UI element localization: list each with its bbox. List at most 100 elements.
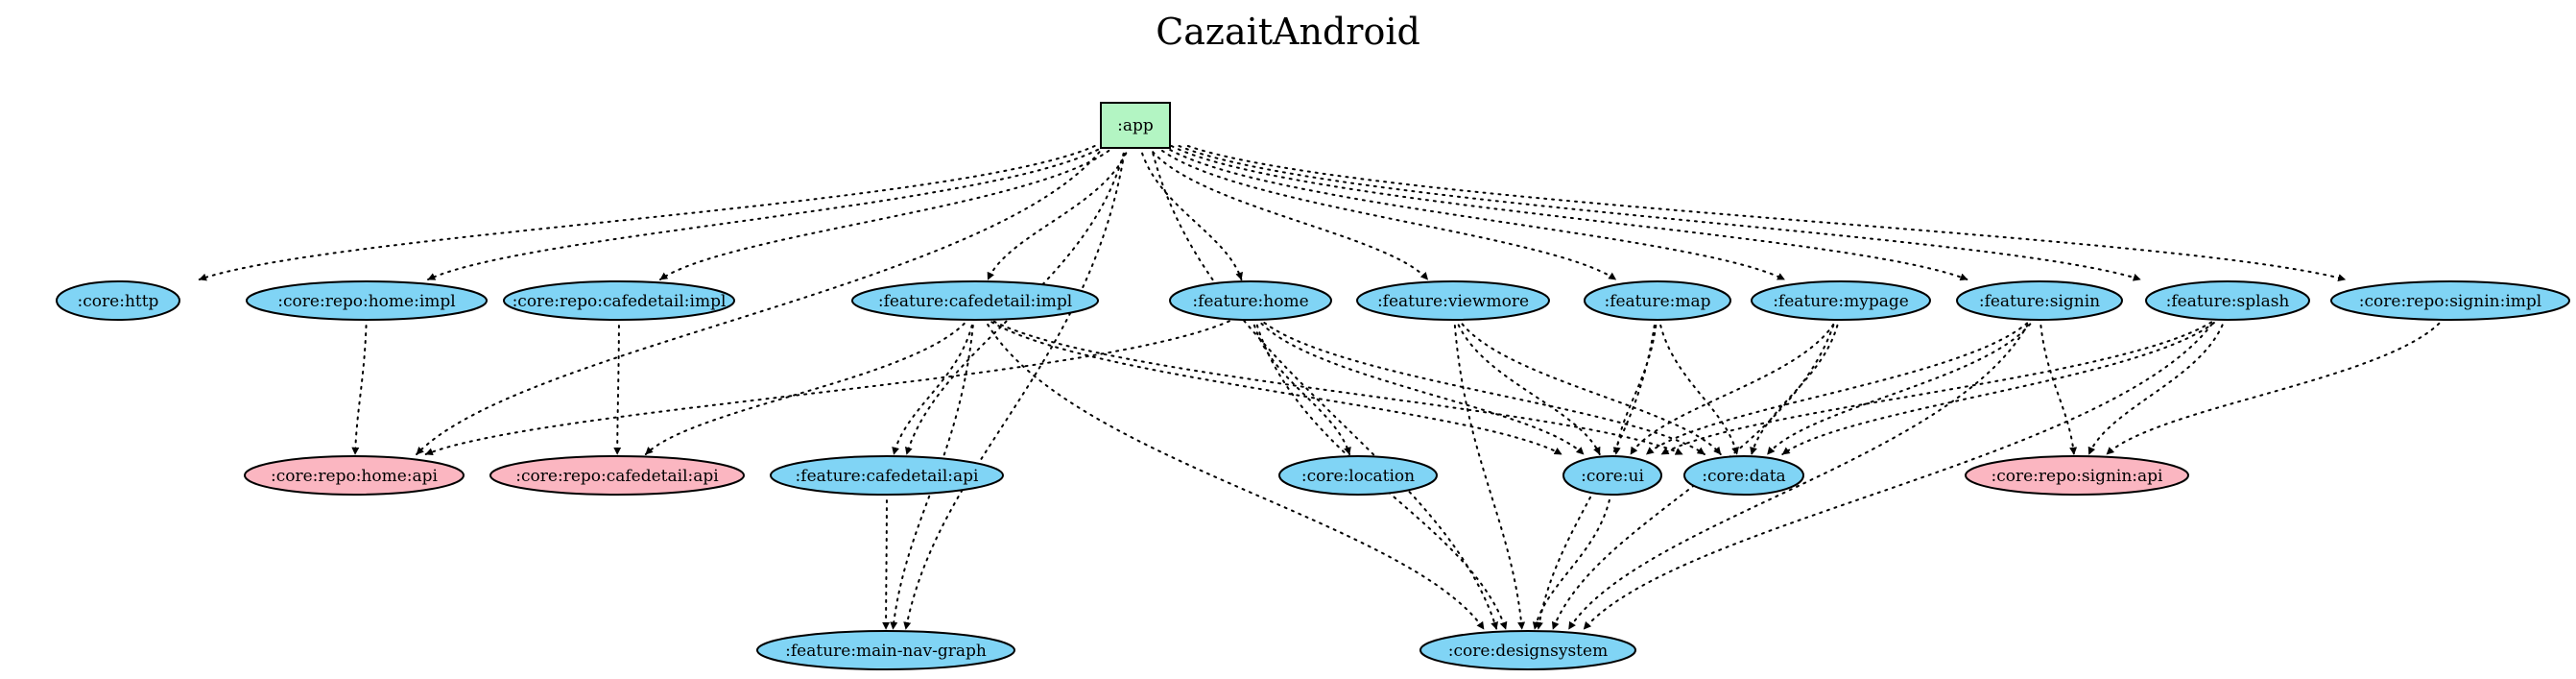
edge-app-to-core-repo-cafedetail-impl bbox=[659, 145, 1116, 280]
edge-app-to-feature-map bbox=[1155, 145, 1617, 280]
node-shape-feature-map bbox=[1584, 280, 1731, 321]
edge-feature-splash-to-core-data bbox=[1781, 317, 2221, 455]
node-label-core-location: :core:location bbox=[1301, 467, 1415, 486]
edge-feature-splash-to-core-designsystem bbox=[1583, 317, 2218, 630]
edge-feature-home-to-core-repo-home-api bbox=[424, 317, 1238, 456]
edge-feature-viewmore-to-core-ui bbox=[1454, 317, 1601, 455]
node-shape-app bbox=[1100, 102, 1171, 149]
edge-app-to-feature-mypage bbox=[1162, 145, 1786, 280]
node-shape-core-data bbox=[1683, 455, 1804, 496]
edge-feature-signin-to-core-ui bbox=[1645, 317, 2034, 455]
graph-title: CazaitAndroid bbox=[1156, 11, 1420, 53]
node-label-feature-cafedetail-impl: :feature:cafedetail:impl bbox=[878, 292, 1072, 311]
node-shape-core-repo-cafedetail-api bbox=[489, 455, 745, 496]
node-shape-core-repo-signin-impl bbox=[2330, 280, 2570, 321]
node-shape-feature-cafedetail-impl bbox=[851, 280, 1099, 321]
node-shape-feature-cafedetail-api bbox=[770, 455, 1004, 496]
edge-feature-viewmore-to-core-data bbox=[1456, 317, 1722, 455]
node-core-ui: :core:ui bbox=[1562, 455, 1662, 496]
node-core-repo-home-impl: :core:repo:home:impl bbox=[246, 280, 488, 321]
node-label-core-repo-signin-api: :core:repo:signin:api bbox=[1992, 467, 2164, 486]
node-feature-cafedetail-api: :feature:cafedetail:api bbox=[770, 455, 1004, 496]
edge-app-to-core-repo-home-api bbox=[416, 145, 1106, 455]
edge-app-to-core-designsystem bbox=[1150, 145, 1498, 630]
node-core-location: :core:location bbox=[1278, 455, 1438, 496]
edge-app-to-feature-splash bbox=[1178, 145, 2141, 281]
edge-core-repo-home-impl-to-core-repo-home-api bbox=[351, 317, 368, 455]
edge-feature-mypage-to-core-ui bbox=[1630, 317, 1839, 455]
edge-app-to-feature-main-nav-graph bbox=[903, 145, 1127, 630]
node-core-repo-home-api: :core:repo:home:api bbox=[244, 455, 465, 496]
node-label-feature-signin: :feature:signin bbox=[1979, 292, 2100, 311]
node-feature-viewmore: :feature:viewmore bbox=[1356, 280, 1550, 321]
node-label-core-repo-cafedetail-impl: :core:repo:cafedetail:impl bbox=[513, 292, 727, 311]
node-shape-core-repo-cafedetail-impl bbox=[503, 280, 735, 321]
edge-feature-cafedetail-impl-to-core-designsystem bbox=[983, 317, 1485, 630]
node-shape-core-location bbox=[1278, 455, 1438, 496]
edge-feature-signin-to-core-designsystem bbox=[1567, 317, 2033, 630]
node-shape-core-repo-home-api bbox=[244, 455, 465, 496]
node-label-core-repo-home-api: :core:repo:home:api bbox=[271, 467, 439, 486]
node-label-feature-splash: :feature:splash bbox=[2166, 292, 2290, 311]
node-label-core-repo-cafedetail-api: :core:repo:cafedetail:api bbox=[515, 467, 719, 486]
node-feature-signin: :feature:signin bbox=[1956, 280, 2123, 321]
edge-feature-signin-to-core-data bbox=[1766, 317, 2037, 455]
node-core-repo-signin-api: :core:repo:signin:api bbox=[1965, 455, 2189, 496]
node-feature-main-nav-graph: :feature:main-nav-graph bbox=[756, 630, 1015, 670]
node-core-repo-cafedetail-api: :core:repo:cafedetail:api bbox=[489, 455, 745, 496]
node-shape-feature-mypage bbox=[1751, 280, 1931, 321]
node-label-feature-map: :feature:map bbox=[1604, 292, 1710, 311]
node-label-feature-mypage: :feature:mypage bbox=[1773, 292, 1909, 311]
node-label-feature-viewmore: :feature:viewmore bbox=[1377, 292, 1529, 311]
edge-app-to-feature-cafedetail-impl bbox=[987, 145, 1131, 280]
node-label-feature-home: :feature:home bbox=[1192, 292, 1308, 311]
edge-core-ui-to-core-designsystem bbox=[1532, 492, 1612, 630]
edge-app-to-feature-signin bbox=[1170, 145, 1968, 281]
node-core-repo-cafedetail-impl: :core:repo:cafedetail:impl bbox=[503, 280, 735, 321]
edge-feature-cafedetail-impl-to-core-data bbox=[986, 317, 1683, 455]
node-shape-feature-home bbox=[1169, 280, 1332, 321]
edge-feature-home-to-core-data bbox=[1257, 317, 1705, 455]
node-label-core-http: :core:http bbox=[78, 292, 159, 311]
node-label-feature-main-nav-graph: :feature:main-nav-graph bbox=[785, 642, 987, 661]
nodes-layer: :app :core:http :core:repo:home:impl :co… bbox=[56, 102, 2570, 670]
edge-feature-map-to-core-data bbox=[1658, 317, 1739, 455]
node-shape-core-repo-home-impl bbox=[246, 280, 488, 321]
edge-feature-signin-to-core-repo-signin-api bbox=[2039, 317, 2078, 455]
edge-feature-cafedetail-impl-to-feature-cafedetail-api bbox=[892, 317, 975, 455]
edge-app-to-core-repo-home-impl bbox=[427, 145, 1106, 280]
node-label-feature-cafedetail-api: :feature:cafedetail:api bbox=[796, 467, 979, 486]
edge-feature-cafedetail-impl-to-core-repo-cafedetail-api bbox=[644, 317, 971, 455]
edge-app-to-core-http bbox=[198, 145, 1096, 281]
edges-layer bbox=[198, 145, 2445, 630]
node-feature-map: :feature:map bbox=[1584, 280, 1731, 321]
edge-core-repo-signin-impl-to-core-repo-signin-api bbox=[2106, 317, 2445, 455]
node-feature-cafedetail-impl: :feature:cafedetail:impl bbox=[851, 280, 1099, 321]
node-shape-core-designsystem bbox=[1419, 630, 1636, 670]
node-feature-home: :feature:home bbox=[1169, 280, 1332, 321]
node-shape-feature-splash bbox=[2145, 280, 2310, 321]
node-label-core-designsystem: :core:designsystem bbox=[1448, 642, 1608, 661]
edge-feature-viewmore-to-core-designsystem bbox=[1453, 317, 1526, 630]
edge-app-to-feature-viewmore bbox=[1147, 145, 1429, 280]
node-label-core-ui: :core:ui bbox=[1581, 467, 1644, 486]
edge-core-repo-cafedetail-impl-to-core-repo-cafedetail-api bbox=[613, 317, 622, 455]
node-shape-feature-main-nav-graph bbox=[756, 630, 1015, 670]
edge-feature-map-to-core-ui bbox=[1612, 317, 1658, 455]
edge-feature-cafedetail-impl-to-core-ui bbox=[984, 317, 1562, 455]
node-label-core-data: :core:data bbox=[1702, 467, 1785, 486]
edge-app-to-core-repo-signin-impl bbox=[1186, 145, 2347, 282]
node-label-core-repo-home-impl: :core:repo:home:impl bbox=[277, 292, 455, 311]
node-label-app: :app bbox=[1117, 116, 1154, 135]
node-shape-feature-signin bbox=[1956, 280, 2123, 321]
node-shape-core-ui bbox=[1562, 455, 1662, 496]
node-shape-core-repo-signin-api bbox=[1965, 455, 2189, 496]
edge-feature-cafedetail-api-to-feature-main-nav-graph bbox=[882, 492, 891, 630]
edge-feature-home-to-core-ui bbox=[1255, 317, 1585, 455]
node-core-designsystem: :core:designsystem bbox=[1419, 630, 1636, 670]
node-feature-mypage: :feature:mypage bbox=[1751, 280, 1931, 321]
node-core-data: :core:data bbox=[1683, 455, 1804, 496]
node-shape-core-http bbox=[56, 280, 180, 321]
node-label-core-repo-signin-impl: :core:repo:signin:impl bbox=[2359, 292, 2541, 311]
